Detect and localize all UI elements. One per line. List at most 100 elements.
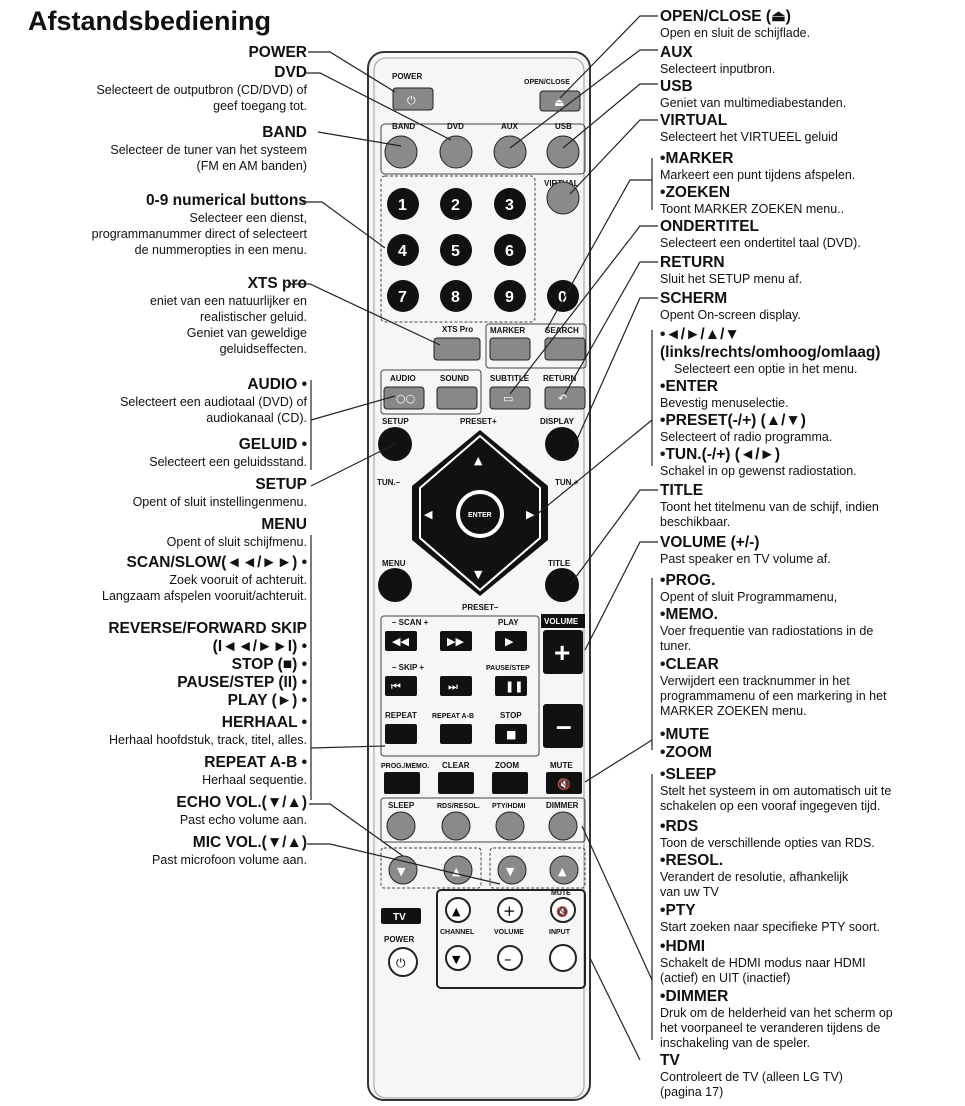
geluid-desc: GELUIDSelecteert een geluidsstand. bbox=[149, 436, 307, 470]
mic-vol-up-button[interactable] bbox=[549, 855, 579, 885]
tv-volume-up-button[interactable] bbox=[497, 897, 523, 923]
clear-label: CLEAR bbox=[442, 761, 470, 770]
tv-volume-down-button[interactable] bbox=[497, 945, 523, 971]
down-arrow-icon[interactable]: ▼ bbox=[474, 568, 483, 581]
fast-forward-button[interactable] bbox=[440, 631, 472, 651]
rewind-button[interactable] bbox=[385, 631, 417, 651]
repeat-ab-label: REPEAT A-B bbox=[432, 713, 474, 720]
number-button-2[interactable] bbox=[440, 188, 472, 220]
up-triangle-icon: ▲ bbox=[452, 865, 461, 878]
menu-button[interactable] bbox=[378, 568, 412, 602]
scan-label: – SCAN + bbox=[392, 618, 429, 627]
rds-resol-button[interactable] bbox=[441, 811, 471, 841]
setup-button[interactable] bbox=[378, 427, 412, 461]
volume-up-button[interactable] bbox=[543, 630, 583, 674]
number-label-4: 4 bbox=[398, 243, 407, 260]
tv-power-button[interactable] bbox=[388, 947, 418, 977]
volume-down-button[interactable] bbox=[543, 704, 583, 748]
stop-label: STOP bbox=[500, 711, 522, 720]
sound-button[interactable] bbox=[436, 386, 478, 410]
sleep-label: SLEEP bbox=[388, 801, 415, 810]
channel-down-button[interactable] bbox=[445, 945, 471, 971]
power-icon: ⏻ bbox=[407, 94, 416, 107]
number-button-4[interactable] bbox=[387, 234, 419, 266]
marker-button[interactable] bbox=[489, 337, 531, 361]
display-button[interactable] bbox=[545, 427, 579, 461]
up-arrow-icon[interactable]: ▲ bbox=[474, 454, 483, 467]
left-arrow-icon[interactable]: ◀ bbox=[424, 508, 433, 521]
prog-memo-label: PROG./MEMO. bbox=[381, 763, 429, 770]
stop-button[interactable] bbox=[495, 724, 527, 744]
play-button[interactable] bbox=[495, 631, 527, 651]
skip-back-icon: ⏮ bbox=[391, 680, 401, 693]
channel-label: CHANNEL bbox=[440, 929, 475, 936]
mute-button[interactable] bbox=[546, 772, 582, 794]
display-label: DISPLAY bbox=[540, 417, 575, 426]
number-button-1[interactable] bbox=[387, 188, 419, 220]
marker-label: MARKER bbox=[490, 326, 525, 335]
number-label-6: 6 bbox=[505, 243, 514, 260]
pause-button[interactable] bbox=[495, 676, 527, 696]
number-label-2: 2 bbox=[451, 197, 460, 214]
skip-forward-button[interactable] bbox=[440, 676, 472, 696]
preset-desc: PRESET(-/+) (▲/▼)Selecteert of radio pro… bbox=[660, 412, 832, 445]
mute-label: MUTE bbox=[550, 761, 573, 770]
preset-minus-label: PRESET– bbox=[462, 603, 499, 612]
herhaal-desc: HERHAALHerhaal hoofdstuk, track, titel, … bbox=[109, 714, 307, 748]
pty-hdmi-label: PTY/HDMI bbox=[492, 803, 526, 810]
enter-label: ENTER bbox=[468, 512, 492, 519]
echo-vol-desc: ECHO VOL.(▼/▲)Past echo volume aan. bbox=[176, 794, 307, 827]
tv-power-icon: ⏻ bbox=[396, 956, 406, 970]
up-triangle-icon: ▲ bbox=[452, 905, 461, 918]
stop-icon: ■ bbox=[506, 728, 516, 741]
number-button-3[interactable] bbox=[494, 188, 526, 220]
eject-icon: ⏏ bbox=[554, 96, 564, 109]
pause-icon: ❚❚ bbox=[505, 680, 523, 693]
zoom-button[interactable] bbox=[492, 772, 528, 794]
skip-label: – SKIP + bbox=[392, 663, 424, 672]
memo-desc: MEMO.Voer frequentie van radiostations i… bbox=[660, 606, 873, 654]
scan-slow-desc: SCAN/SLOW(◄◄/►►)Zoek vooruit of achterui… bbox=[102, 554, 307, 604]
number-button-8[interactable] bbox=[440, 280, 472, 312]
enter-button[interactable] bbox=[460, 494, 500, 534]
xts-pro-button[interactable] bbox=[433, 337, 481, 361]
usb-button[interactable] bbox=[546, 135, 580, 169]
virtual-button[interactable] bbox=[546, 181, 580, 215]
title-button[interactable] bbox=[545, 568, 579, 602]
skip-back-button[interactable] bbox=[385, 676, 417, 696]
channel-up-button[interactable] bbox=[445, 897, 471, 923]
aux-button[interactable] bbox=[493, 135, 527, 169]
sleep-button[interactable] bbox=[386, 811, 416, 841]
prog-memo-button[interactable] bbox=[384, 772, 420, 794]
input-button[interactable] bbox=[549, 944, 577, 972]
number-label-3: 3 bbox=[505, 197, 514, 214]
repeat-ab-button[interactable] bbox=[440, 724, 472, 744]
audio-label: AUDIO bbox=[390, 374, 416, 383]
band-button[interactable] bbox=[384, 135, 418, 169]
number-label-0: 0 bbox=[558, 289, 567, 306]
down-triangle-icon: ▼ bbox=[397, 865, 406, 878]
dimmer-button[interactable] bbox=[548, 811, 578, 841]
number-button-5[interactable] bbox=[440, 234, 472, 266]
tv-mute-button[interactable] bbox=[550, 897, 576, 923]
volume-desc: VOLUME (+/-)Past speaker en TV volume af… bbox=[660, 534, 831, 566]
right-arrow-icon[interactable]: ▶ bbox=[526, 508, 535, 521]
mute-icon: 🔇 bbox=[556, 905, 568, 918]
preset-plus-label: PRESET+ bbox=[460, 417, 497, 426]
arrows-desc: ◄/►/▲/▼(links/rechts/omhoog/omlaag)Selec… bbox=[660, 326, 880, 377]
dvd-button[interactable] bbox=[439, 135, 473, 169]
repeat-button[interactable] bbox=[385, 724, 417, 744]
title-label: TITLE bbox=[548, 559, 571, 568]
search-button[interactable] bbox=[544, 337, 586, 361]
mute-zoom-desc: MUTEZOOM bbox=[660, 726, 712, 762]
mute-icon: 🔇 bbox=[557, 778, 571, 791]
tun-desc: TUN.(-/+) (◄/►)Schakel in op gewenst rad… bbox=[660, 446, 857, 479]
clear-button[interactable] bbox=[438, 772, 474, 794]
pty-hdmi-button[interactable] bbox=[495, 811, 525, 841]
zoom-label: ZOOM bbox=[495, 761, 519, 770]
play-label: PLAY bbox=[498, 618, 519, 627]
